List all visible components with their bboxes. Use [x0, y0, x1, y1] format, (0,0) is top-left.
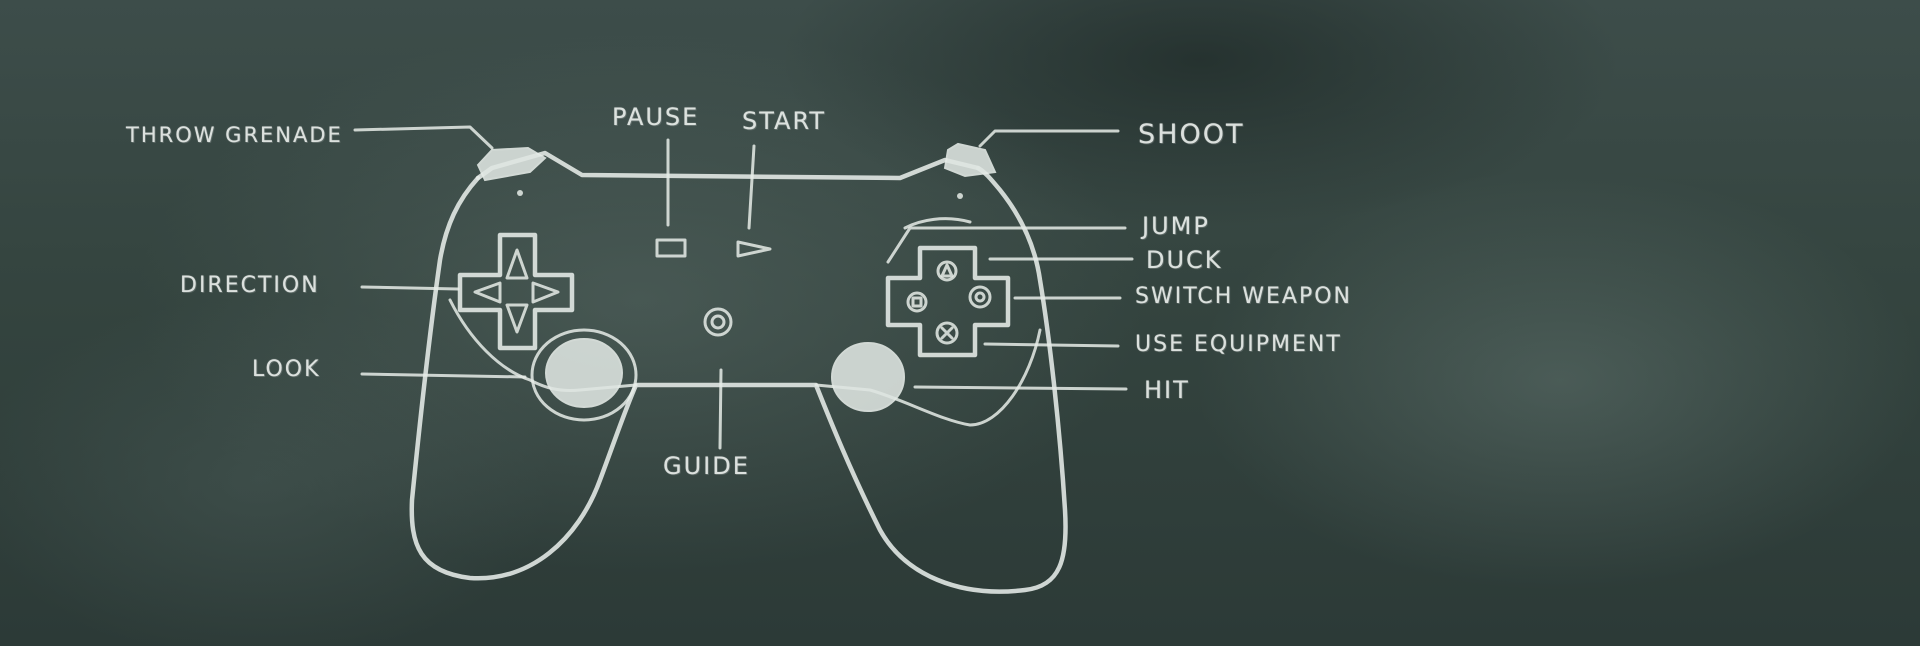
label-shoot: SHOOT — [1138, 119, 1245, 150]
label-start: START — [742, 107, 827, 135]
left-analog-stick — [545, 338, 623, 408]
jump-leader — [886, 226, 1127, 264]
dpad — [457, 232, 575, 351]
label-switch-weapon: SWITCH WEAPON — [1135, 284, 1352, 309]
right-analog-stick — [831, 342, 905, 412]
guide-button-inner — [710, 314, 726, 330]
circle-glyph — [974, 291, 986, 303]
look-leader — [360, 372, 527, 379]
start-button-icon — [736, 240, 772, 258]
circle-button-icon — [968, 285, 992, 309]
controller-body-outline — [409, 165, 1068, 594]
start-leader — [747, 144, 756, 230]
square-button-icon — [906, 291, 928, 313]
label-hit: HIT — [1144, 376, 1190, 404]
guide-leader — [718, 368, 723, 450]
left-bumper — [476, 146, 547, 182]
square-glyph — [911, 296, 923, 308]
cross-glyph — [940, 326, 954, 340]
label-pause: PAUSE — [612, 103, 700, 131]
hit-leader — [913, 385, 1128, 391]
pause-button-icon — [655, 238, 687, 258]
label-duck: DUCK — [1146, 246, 1223, 274]
dpad-arrows — [473, 248, 560, 334]
guide-button-icon — [703, 307, 733, 337]
left-shoulder-dot — [517, 190, 523, 196]
right-bumper — [943, 142, 997, 178]
label-throw-grenade: THROW GRENADE — [126, 123, 343, 147]
direction-leader — [360, 285, 460, 291]
shoot-leader — [978, 129, 1120, 148]
controller-top-edge — [475, 150, 981, 181]
right-shoulder-dot — [957, 193, 963, 199]
label-jump: JUMP — [1142, 212, 1210, 240]
right-face-arc — [903, 217, 972, 230]
triangle-glyph — [940, 263, 954, 278]
throw-grenade-leader — [353, 125, 494, 150]
label-guide: GUIDE — [663, 452, 750, 480]
label-use-equipment: USE EQUIPMENT — [1135, 332, 1342, 357]
cross-button-icon — [935, 321, 959, 345]
use-equipment-leader — [983, 342, 1120, 348]
triangle-button-icon — [936, 260, 958, 282]
label-direction: DIRECTION — [180, 273, 320, 298]
label-look: LOOK — [252, 357, 321, 382]
left-stick-ring — [530, 328, 638, 422]
face-buttons-cross — [885, 245, 1011, 358]
